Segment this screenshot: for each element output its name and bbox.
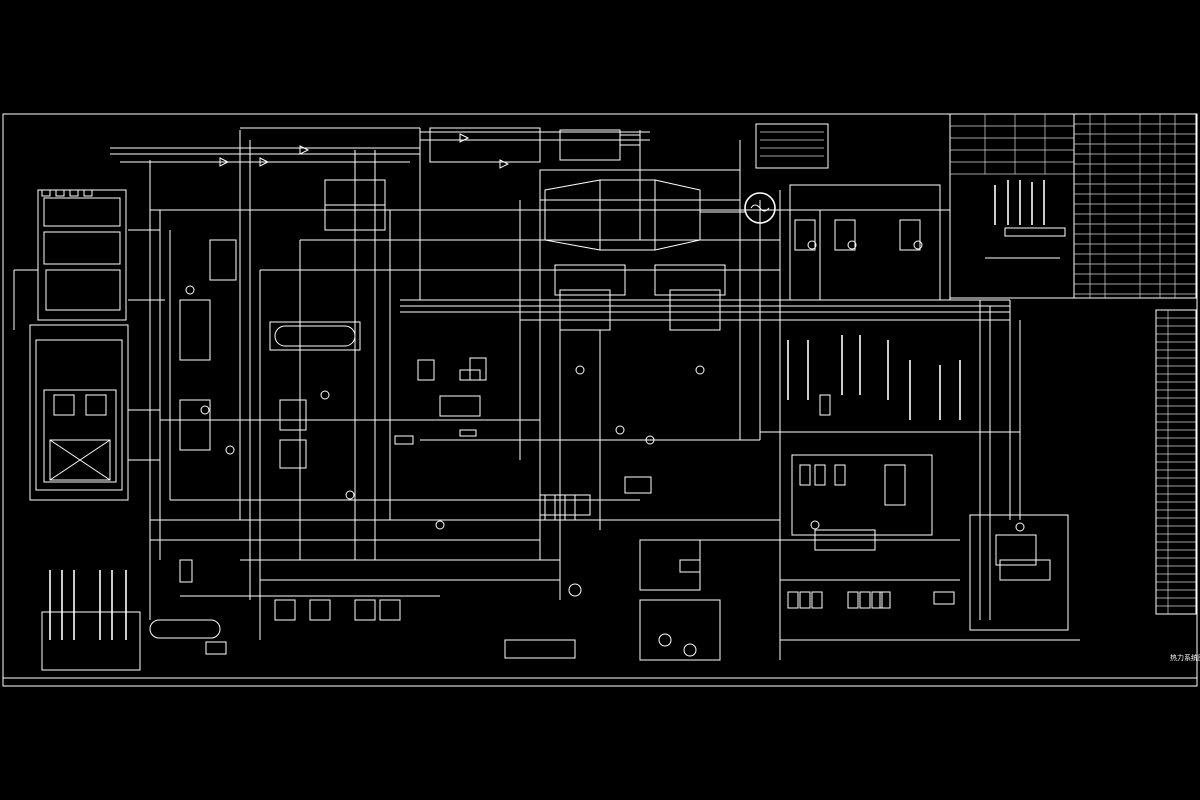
legend-box	[755, 123, 829, 169]
inset-schematic	[985, 180, 1066, 259]
generator-symbol	[744, 192, 776, 224]
boiler-block	[13, 189, 165, 501]
right-narrow-table-rows	[1156, 317, 1196, 607]
equipment-table-rows	[1074, 123, 1196, 295]
deaerator-heaters	[179, 179, 487, 469]
drawing-border	[2, 113, 1198, 687]
valve-symbols	[185, 133, 1025, 532]
equipment-table	[949, 113, 1197, 299]
turbine-generator	[429, 127, 776, 331]
condensate-pump-area	[787, 184, 1069, 631]
bottom-center-pumps	[274, 494, 721, 661]
heater-column-group	[787, 335, 961, 420]
aux-tanks-left	[41, 559, 227, 671]
main-pipe-network	[110, 127, 1080, 660]
title-block-label: 热力系统图	[1170, 653, 1200, 662]
